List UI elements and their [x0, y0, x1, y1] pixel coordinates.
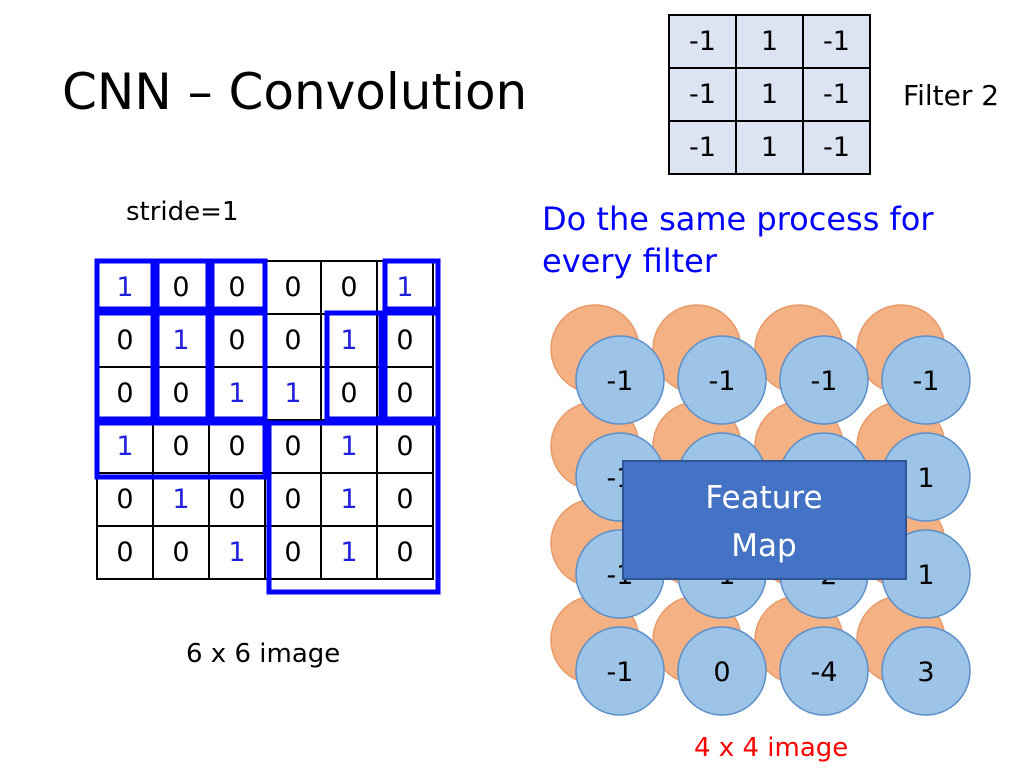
stride-box: [94, 258, 156, 312]
image-cell: 0: [376, 472, 434, 527]
image-cell: 0: [264, 472, 322, 527]
filter-cell: -1: [802, 14, 871, 69]
feature-map-label-line-1: Feature: [705, 480, 822, 516]
filter2-output-circle: [575, 335, 665, 425]
image-cell: 0: [96, 525, 154, 580]
output-value: 1: [917, 463, 934, 494]
stride-box: [154, 310, 211, 422]
image-cell: 1: [320, 419, 378, 474]
same-process-line-1: Do the same process for: [542, 200, 934, 238]
filter-label: Filter 2: [903, 79, 1000, 112]
image-cell: 0: [152, 419, 210, 474]
output-value: -1: [607, 657, 634, 688]
filter2-output-circle: [881, 626, 971, 716]
output-value: -1: [709, 366, 736, 397]
stride-box: [94, 310, 156, 422]
stride-box: [209, 310, 268, 422]
stride-label: stride=1: [126, 197, 239, 227]
filter2-output-circle: [779, 626, 869, 716]
filter-cell: 1: [735, 120, 804, 175]
output-value: 3: [917, 657, 934, 688]
filter2-output-circle: [575, 626, 665, 716]
image-cell: 0: [96, 472, 154, 527]
filter2-output-circle: [677, 626, 767, 716]
filter2-output-circle: [677, 335, 767, 425]
stride-box: [94, 420, 268, 480]
input-image-label: 6 x 6 image: [186, 639, 341, 669]
image-cell: 0: [264, 525, 322, 580]
filter-cell: -1: [802, 120, 871, 175]
image-cell: 0: [208, 472, 266, 527]
image-cell: 1: [208, 366, 266, 421]
image-cell: 0: [376, 419, 434, 474]
filter-cell: -1: [802, 67, 871, 122]
stride-box: [209, 258, 268, 312]
output-value: -1: [607, 366, 634, 397]
image-cell: 1: [208, 525, 266, 580]
image-cell: 0: [264, 260, 322, 315]
filter2-output-circle: [779, 335, 869, 425]
filter-cell: -1: [668, 120, 737, 175]
image-cell: 0: [320, 366, 378, 421]
image-cell: 0: [152, 525, 210, 580]
same-process-line-2: every filter: [542, 242, 718, 280]
stride-highlight-boxes: [94, 258, 441, 595]
image-cell: 1: [152, 472, 210, 527]
filter-cell: 1: [735, 67, 804, 122]
image-cell: 1: [320, 525, 378, 580]
output-value: -1: [913, 366, 940, 397]
filter-cell: -1: [668, 67, 737, 122]
stride-box: [382, 258, 441, 312]
image-cell: 1: [320, 472, 378, 527]
image-cell: 1: [264, 366, 322, 421]
output-value: -1: [811, 366, 838, 397]
feature-map-box: Feature Map: [622, 460, 907, 580]
output-value: 1: [917, 560, 934, 591]
image-cell: 1: [320, 313, 378, 368]
feature-map-rect: [622, 460, 907, 580]
image-cell: 0: [320, 260, 378, 315]
stride-box: [324, 310, 384, 422]
slide-title: CNN – Convolution: [62, 63, 528, 121]
filter-cell: -1: [668, 14, 737, 69]
stride-box: [154, 258, 211, 312]
same-process-text: Do the same process for every filter: [542, 198, 934, 282]
filter2-output-circle: [881, 335, 971, 425]
output-value: 0: [713, 657, 730, 688]
filter-cell: 1: [735, 14, 804, 69]
output-value: -4: [811, 657, 838, 688]
feature-map-label-line-2: Map: [731, 528, 796, 564]
stride-box: [382, 310, 441, 422]
output-image-label: 4 x 4 image: [694, 733, 849, 763]
image-cell: 0: [376, 525, 434, 580]
stride-box: [266, 420, 441, 595]
